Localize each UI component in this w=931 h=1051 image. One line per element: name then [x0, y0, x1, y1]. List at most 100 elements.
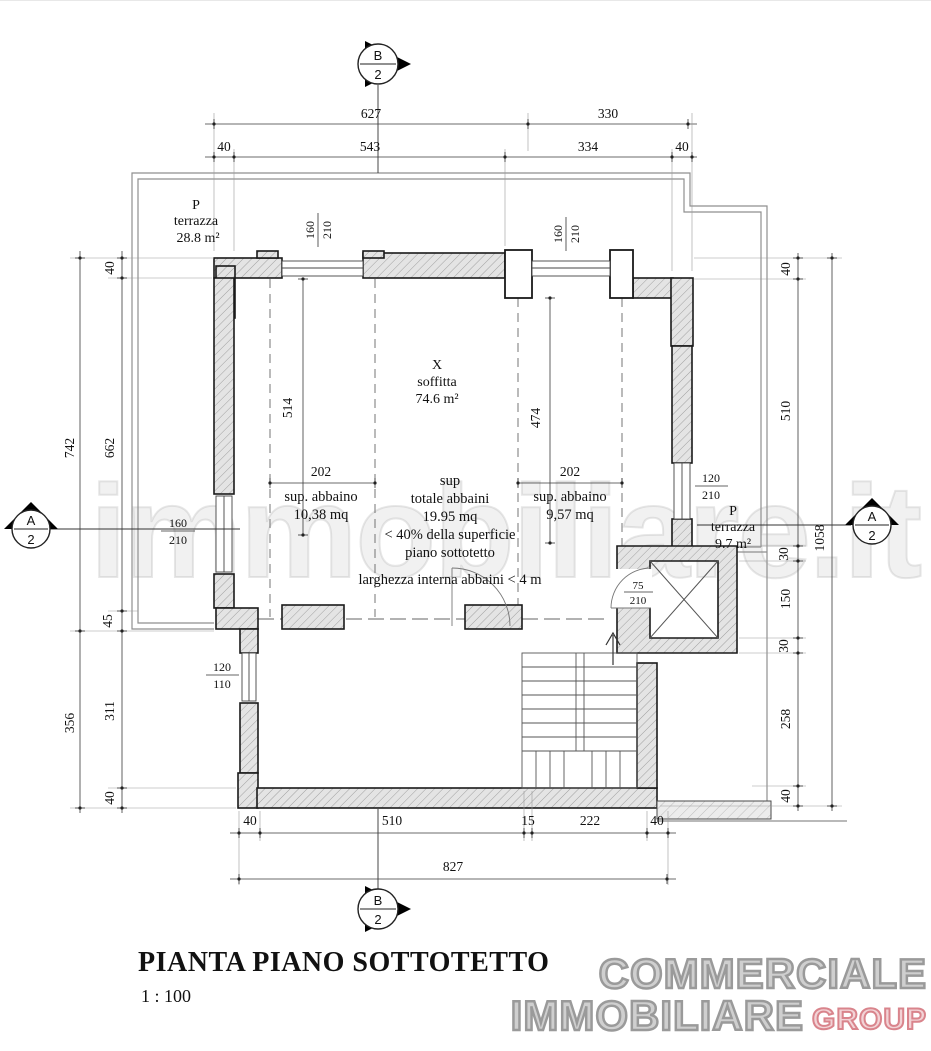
dim: 662 [102, 438, 117, 458]
section-marker-b-top: B 2 [357, 41, 411, 173]
dim: 40 [778, 262, 793, 276]
opening-labels: 160 210 160 210 160 210 120 210 120 [161, 213, 728, 691]
dim: 40 [102, 261, 117, 275]
logo-suffix: GROUP [811, 1003, 927, 1036]
dormer-total-2: totale abbaini [411, 491, 490, 507]
svg-text:210: 210 [169, 533, 187, 547]
dim: 334 [578, 139, 599, 154]
room-terrace-left: P terrazza 28.8 m² [174, 198, 220, 246]
wall-pillars [504, 249, 634, 299]
svg-text:160: 160 [169, 516, 187, 530]
svg-text:X: X [432, 358, 442, 373]
dormer-total-5: piano sottotetto [405, 545, 495, 561]
svg-text:75: 75 [633, 580, 645, 592]
svg-text:9.7 m²: 9.7 m² [715, 537, 751, 552]
dim: 330 [598, 106, 619, 121]
dim: 30 [776, 547, 791, 561]
dim: 15 [521, 813, 535, 828]
svg-text:210: 210 [320, 221, 334, 239]
dim: 150 [778, 589, 793, 610]
dim: 510 [778, 401, 793, 422]
dim: 514 [280, 398, 295, 419]
dim: 202 [311, 464, 331, 479]
section-marker-a-left: A 2 [4, 502, 240, 549]
dim: 45 [100, 614, 115, 628]
dim: 40 [675, 139, 689, 154]
svg-text:28.8 m²: 28.8 m² [176, 231, 219, 246]
svg-text:160: 160 [303, 221, 317, 239]
walls [213, 250, 694, 809]
dim: 543 [360, 139, 381, 154]
dim: 258 [778, 709, 793, 730]
opening-label-west-upper: 160 210 [161, 516, 195, 547]
drawing-scale: 1 : 100 [141, 986, 192, 1006]
svg-text:210: 210 [568, 225, 582, 243]
svg-text:160: 160 [551, 225, 565, 243]
southeast-parapet [656, 800, 772, 820]
dim: 356 [62, 713, 77, 734]
marker-number: 2 [868, 528, 875, 543]
marker-letter: B [374, 48, 383, 63]
dim: 40 [217, 139, 231, 154]
dim: 30 [776, 639, 791, 653]
dormer-width-note: larghezza interna abbaini < 4 m [358, 572, 542, 588]
attic-door-swing [451, 567, 511, 627]
marker-letter: B [374, 893, 383, 908]
dormer-right-area: 9,57 mq [546, 507, 594, 523]
stair-direction-arrow [605, 631, 621, 665]
opening-label-west-lower: 120 110 [206, 660, 239, 691]
dormer-left-area: 10,38 mq [294, 507, 349, 523]
dim: 40 [102, 791, 117, 805]
agency-logo: COMMERCIALE IMMOBILIARE GROUP [509, 950, 927, 1039]
elevator-door-gap [613, 569, 652, 608]
svg-text:terrazza: terrazza [711, 520, 756, 535]
dim: 202 [560, 464, 580, 479]
opening-label-east: 120 210 [695, 471, 728, 502]
dashed-lines [258, 279, 623, 620]
dim: 311 [102, 701, 117, 721]
svg-text:P: P [729, 504, 737, 519]
title-block: PIANTA PIANO SOTTOTETTO 1 : 100 [138, 947, 549, 1007]
marker-number: 2 [27, 532, 34, 547]
dimension-labels: 627 330 40 543 334 40 742 356 40 662 45 … [62, 106, 827, 874]
dim: 1058 [812, 524, 827, 551]
svg-text:P: P [192, 198, 200, 213]
dim: 40 [778, 789, 793, 803]
dim: 40 [650, 813, 664, 828]
dim: 222 [580, 813, 600, 828]
svg-text:terrazza: terrazza [174, 214, 219, 229]
svg-text:210: 210 [702, 488, 720, 502]
dimension-lines [79, 123, 833, 880]
svg-text:120: 120 [702, 471, 720, 485]
dimension-ticks [75, 119, 837, 884]
opening-label-north1: 160 210 [303, 213, 334, 247]
annotations: sup. abbaino 10,38 mq sup. abbaino 9,57 … [284, 473, 606, 588]
opening-label-north2: 160 210 [551, 217, 582, 251]
svg-text:110: 110 [213, 677, 231, 691]
dim: 40 [243, 813, 257, 828]
logo-line2: IMMOBILIARE [509, 992, 804, 1039]
marker-number: 2 [374, 912, 381, 927]
svg-text:74.6 m²: 74.6 m² [415, 392, 458, 407]
svg-text:soffitta: soffitta [417, 375, 457, 390]
room-terrace-right: P terrazza 9.7 m² [711, 504, 756, 552]
marker-number: 2 [374, 67, 381, 82]
elevator-door-swing [610, 567, 652, 609]
dim: 474 [528, 408, 543, 429]
room-labels: P terrazza 28.8 m² X soffitta 74.6 m² P … [174, 198, 756, 552]
section-marker-b-bottom: B 2 [357, 809, 411, 932]
logo-line1: COMMERCIALE [597, 950, 927, 997]
dim: 827 [443, 859, 464, 874]
dim: 510 [382, 813, 403, 828]
room-attic: X soffitta 74.6 m² [415, 358, 458, 407]
dormer-left-label: sup. abbaino [284, 489, 357, 505]
dim: 742 [62, 438, 77, 458]
opening-label-stair-door: 75 210 [624, 580, 653, 607]
dormer-right-label: sup. abbaino [533, 489, 606, 505]
stairs [521, 631, 638, 789]
dormer-total-4: < 40% della superficie [385, 527, 516, 543]
marker-letter: A [27, 513, 36, 528]
elevator [610, 545, 738, 654]
